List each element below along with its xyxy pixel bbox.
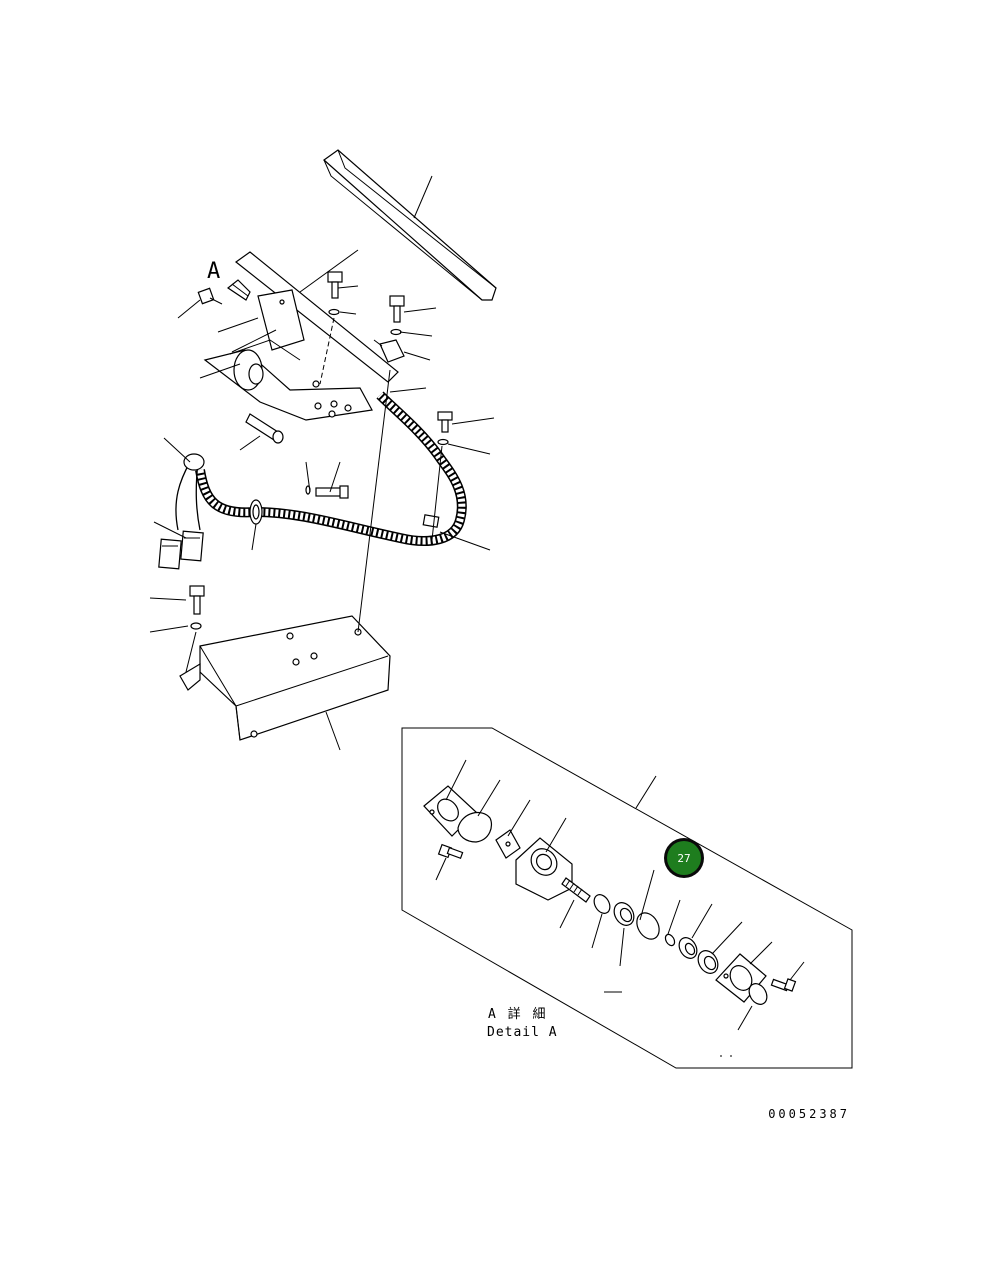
detail-gasket bbox=[457, 811, 493, 843]
detail-housing bbox=[515, 837, 573, 901]
bolt-top-center bbox=[327, 271, 343, 316]
detail-nut bbox=[678, 937, 698, 959]
detail-bolt-left bbox=[437, 843, 464, 859]
upper-assembly: A bbox=[149, 149, 497, 751]
bolt-mid bbox=[305, 485, 349, 499]
pin bbox=[245, 413, 284, 444]
bolt-left bbox=[197, 287, 223, 305]
detail-seal bbox=[697, 950, 719, 974]
detail-flange-washer bbox=[748, 983, 768, 1005]
detail-a-panel: A 詳 細 Detail A bbox=[401, 727, 853, 1069]
bolt-top-right bbox=[389, 295, 405, 336]
detail-label-en: Detail A bbox=[487, 1025, 558, 1040]
detail-bolt-right bbox=[770, 978, 797, 992]
callout-27-number: 27 bbox=[677, 852, 690, 865]
view-label: A bbox=[207, 259, 220, 284]
bolt-lower-left bbox=[189, 585, 205, 630]
view-a-marker: A bbox=[207, 259, 251, 301]
detail-shaft bbox=[561, 877, 591, 903]
pedal-plate bbox=[323, 149, 497, 301]
detail-label-jp: A 詳 細 bbox=[488, 1006, 547, 1022]
bolt-right bbox=[437, 411, 453, 446]
lower-bracket bbox=[179, 615, 391, 741]
callout-27-hotspot[interactable]: 27 bbox=[664, 838, 704, 878]
wire-harness bbox=[195, 391, 467, 546]
drawing-number: 00052387 bbox=[768, 1107, 850, 1121]
detail-o-ring bbox=[636, 912, 660, 940]
detail-ring-small bbox=[593, 894, 611, 914]
connectors bbox=[158, 453, 205, 570]
detail-bushing bbox=[613, 902, 635, 926]
detail-connector bbox=[495, 829, 521, 859]
detail-washer-small bbox=[664, 933, 676, 947]
pedal-bracket bbox=[203, 251, 399, 421]
clip-bracket bbox=[373, 339, 405, 363]
